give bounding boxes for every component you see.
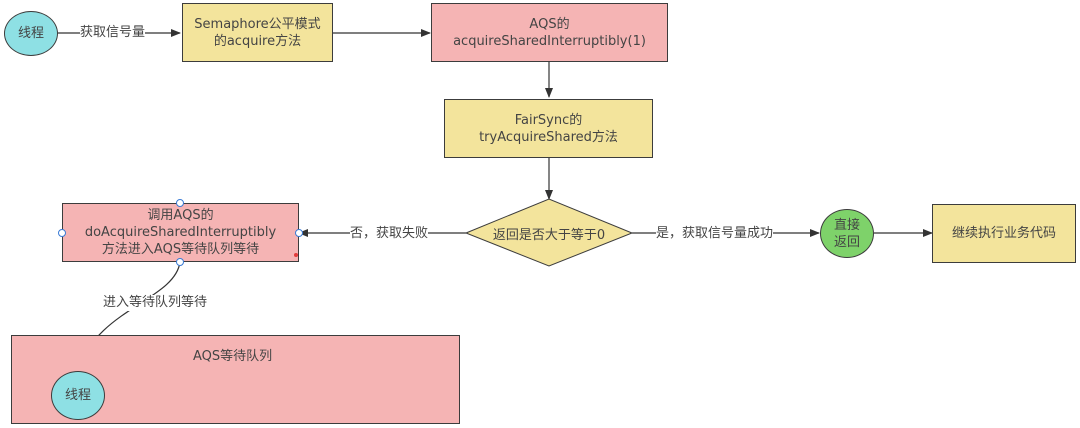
edge-label-yes-success: 是，获取信号量成功 — [656, 226, 774, 242]
edge-label-acquire-signal: 获取信号量 — [80, 25, 146, 41]
resize-dot[interactable] — [294, 253, 298, 257]
queue-title: AQS等待队列 — [193, 349, 273, 364]
selection-handle-right[interactable] — [295, 229, 303, 237]
selection-handle-top[interactable] — [176, 199, 184, 207]
direct-return-node[interactable]: 直接 返回 — [820, 209, 874, 258]
queue-thread-node[interactable]: 线程 — [51, 371, 105, 420]
selection-handle-bottom[interactable] — [176, 258, 184, 266]
edge-label-no-fail: 否，获取失败 — [350, 226, 429, 242]
thread-start-node[interactable]: 线程 — [4, 11, 58, 56]
decision-diamond — [464, 198, 634, 267]
aqs-acquire-node[interactable]: AQS的 acquireSharedInterruptibly(1) — [431, 3, 668, 62]
selection-handle-left[interactable] — [58, 229, 66, 237]
do-acquire-node[interactable]: 调用AQS的 doAcquireSharedInterruptibly 方法进入… — [62, 203, 299, 262]
fairsync-try-node[interactable]: FairSync的 tryAcquireShared方法 — [444, 99, 653, 158]
continue-business-node[interactable]: 继续执行业务代码 — [932, 204, 1076, 263]
decision-text: 返回是否大于等于0 — [492, 228, 606, 243]
semaphore-acquire-node[interactable]: Semaphore公平模式 的acquire方法 — [182, 3, 333, 62]
edge-label-enter-queue: 进入等待队列等待 — [103, 295, 208, 311]
